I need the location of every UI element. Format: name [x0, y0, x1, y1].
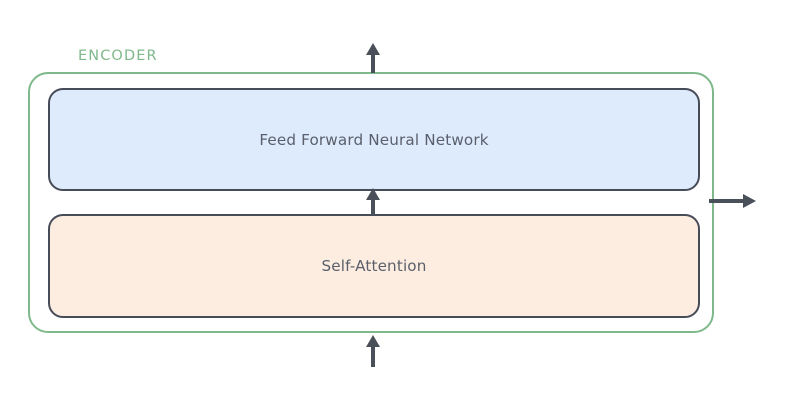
feed-forward-neural-network-block: Feed Forward Neural Network	[48, 88, 700, 191]
arrow-up-input-icon	[357, 332, 389, 368]
feed-forward-neural-network-label: Feed Forward Neural Network	[259, 130, 489, 149]
self-attention-block: Self-Attention	[48, 214, 700, 318]
arrow-up-output-icon	[357, 41, 389, 74]
arrow-up-attention-to-ffnn-icon	[357, 186, 389, 216]
encoder-label: ENCODER	[78, 48, 158, 64]
self-attention-label: Self-Attention	[321, 257, 427, 275]
arrow-right-encoder-output-icon	[708, 187, 760, 215]
